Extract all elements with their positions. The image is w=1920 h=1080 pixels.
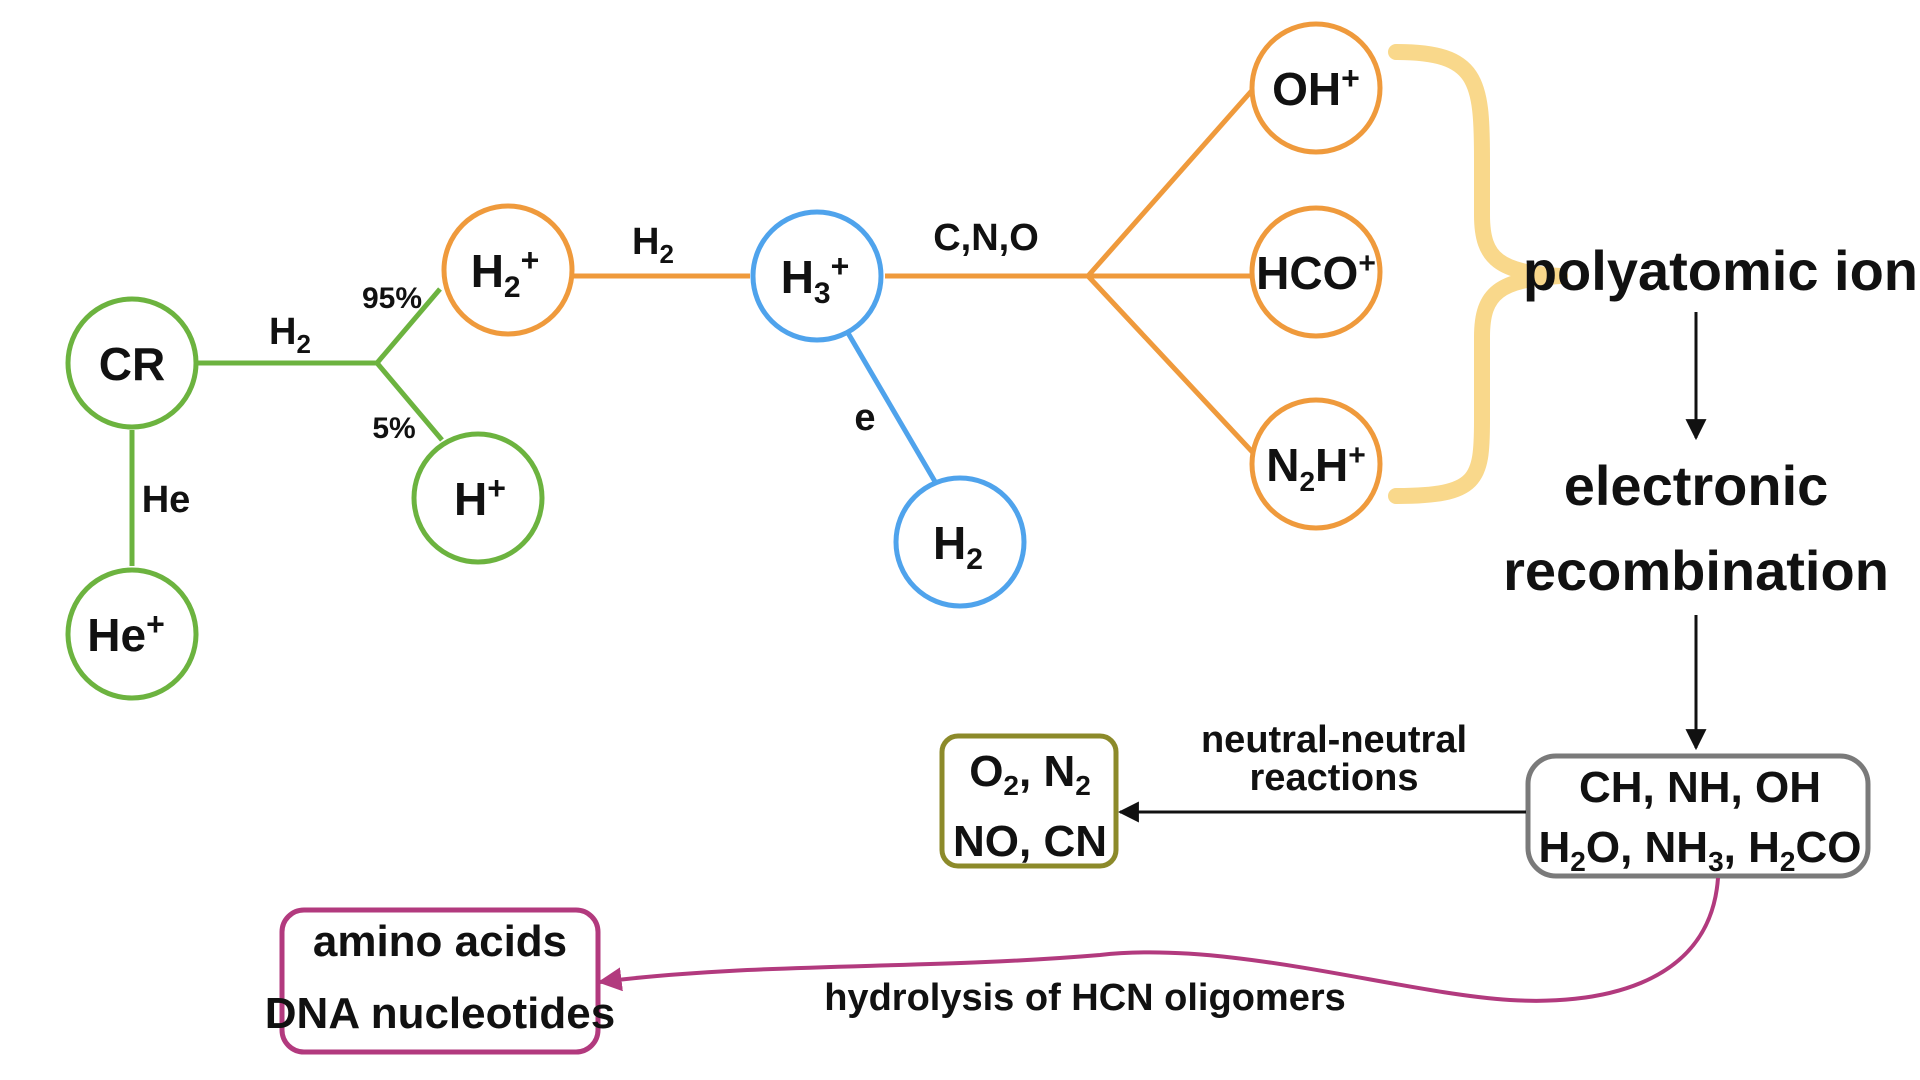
node-cr: CR [65,296,199,430]
recombination-line2: recombination [1503,539,1889,602]
node-oh-plus: OH+ [1249,21,1383,155]
node-h2-label: H2 [933,517,983,576]
edge-branch-to-h2plus [375,287,442,365]
label-5-percent: 5% [372,412,415,445]
neutral-products-line1: O2, N2 [969,747,1091,801]
label-cr-he: He [142,479,191,521]
hydrolysis-label: hydrolysis of HCN oligomers [824,977,1346,1019]
node-oh-plus-label: OH+ [1272,60,1360,115]
node-h2: H2 [893,475,1027,609]
edge-h3plus-to-h2 [845,331,940,487]
neutral-products-box: O2, N2 NO, CN [939,733,1119,869]
node-h2-plus-label: H2+ [471,242,540,304]
orange-edges [572,85,1260,460]
molecules-box: CH, NH, OH H2O, NH3, H2CO [1525,753,1871,879]
node-h-plus: H+ [411,431,545,565]
edge-branch-to-ohplus [1086,85,1257,278]
node-n2h-plus-label: N2H+ [1266,439,1366,497]
molecules-line2: H2O, NH3, H2CO [1539,823,1862,877]
label-95-percent: 95% [362,282,422,315]
edge-branch-to-hplus [375,361,444,442]
brace-shape [1388,44,1568,504]
node-cr-label: CR [99,338,165,390]
node-n2h-plus: N2H+ [1249,397,1383,531]
amino-acids-box: amino acids DNA nucleotides [265,907,615,1055]
node-h3-plus-label: H3+ [781,248,850,310]
amino-box-line2: DNA nucleotides [265,989,615,1038]
arrow-molecules-to-amino-box [597,877,1720,1003]
molecules-line1: CH, NH, OH [1579,763,1821,812]
label-cno: C,N,O [933,217,1039,259]
node-hco-plus-label: HCO+ [1256,247,1376,299]
polyatomic-ions-label: polyatomic ions [1523,239,1920,302]
label-electron: e [854,397,875,439]
node-h2-plus: H2+ [441,203,575,337]
amino-box-line1: amino acids [313,917,567,966]
node-hco-plus: HCO+ [1249,205,1383,339]
node-he-plus: He+ [65,567,199,701]
node-h-plus-label: H+ [454,470,506,525]
edge-branch-to-n2hplus [1086,274,1260,460]
label-cr-h2: H2 [269,311,311,359]
green-edges [129,287,444,566]
neutral-reactions-line1: neutral-neutral [1201,719,1467,761]
label-h2plus-h3plus: H2 [632,221,674,269]
neutral-products-line2: NO, CN [953,817,1107,866]
node-h3-plus: H3+ [750,209,884,343]
recombination-line1: electronic [1564,454,1829,517]
node-he-plus-label: He+ [87,606,165,661]
neutral-reactions-line2: reactions [1250,757,1419,799]
